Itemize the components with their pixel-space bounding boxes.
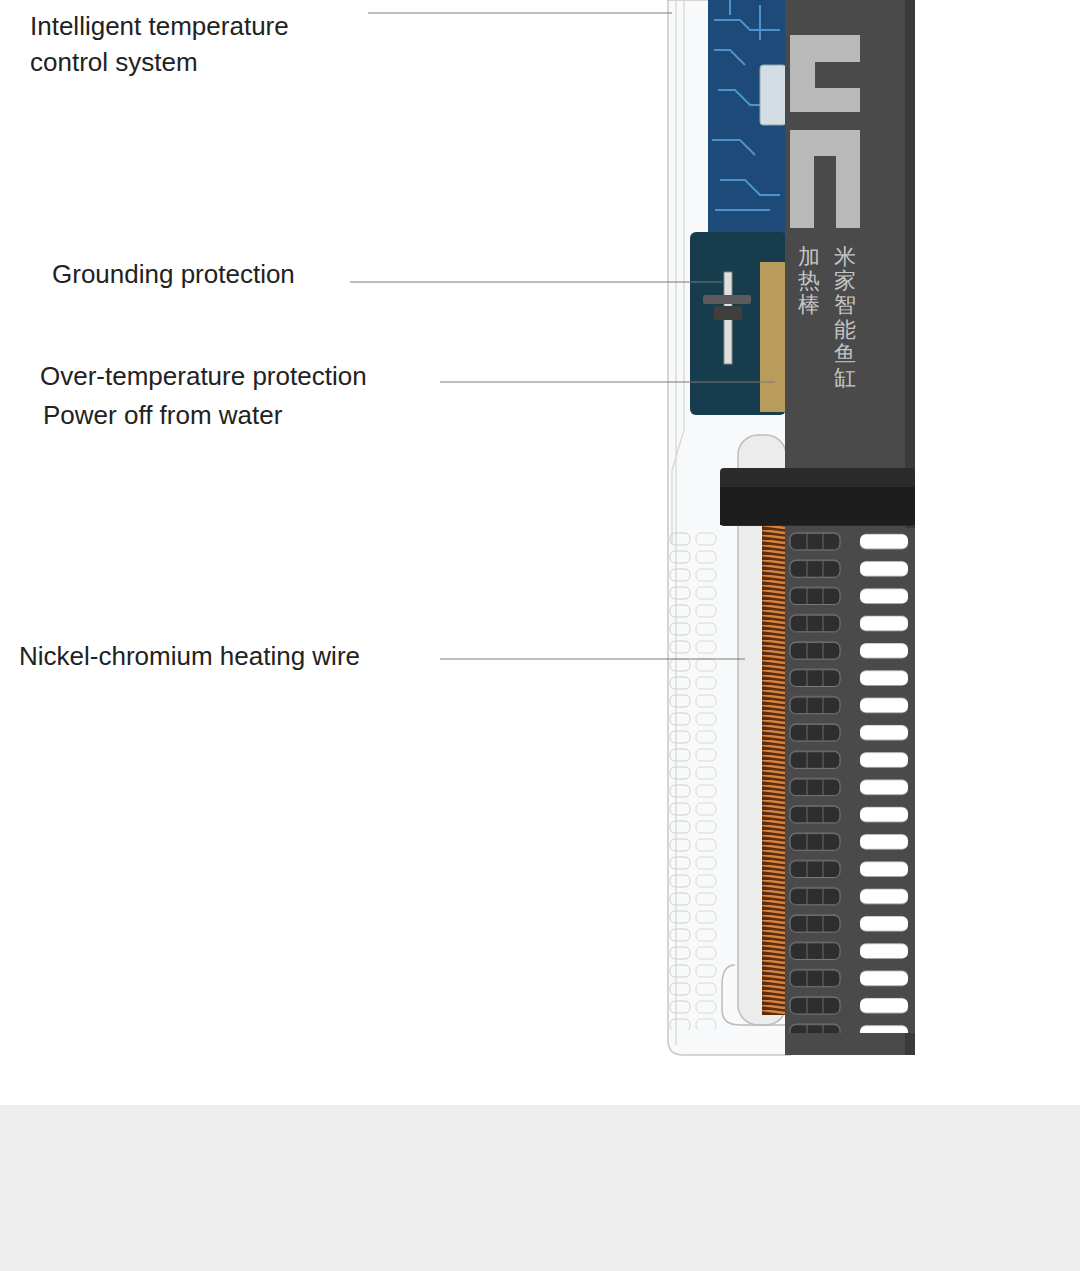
logo-mark bbox=[790, 35, 860, 112]
leader-line bbox=[368, 13, 672, 14]
callout-label: Power off from water bbox=[43, 397, 282, 433]
shell-ribs bbox=[668, 530, 723, 1030]
chip bbox=[760, 65, 786, 125]
heating-coil bbox=[762, 525, 785, 1015]
callout-label: Grounding protection bbox=[52, 256, 295, 292]
logo-mark bbox=[790, 130, 860, 228]
product-text: 加热棒 bbox=[798, 245, 820, 318]
sensor-block bbox=[760, 262, 786, 412]
ground-disc bbox=[703, 295, 751, 304]
cap-ring bbox=[720, 468, 915, 526]
protection-chamber bbox=[690, 232, 786, 415]
brand-text: 米家智能鱼缸 bbox=[834, 245, 856, 390]
leader-line bbox=[440, 659, 745, 660]
clear-shell bbox=[668, 0, 790, 1055]
leader-line bbox=[440, 382, 775, 383]
bottom-band bbox=[0, 1105, 1080, 1271]
leader-line bbox=[350, 282, 722, 283]
heater-body bbox=[785, 0, 915, 1055]
callout-label: Nickel-chromium heating wire bbox=[19, 638, 360, 674]
callout-label: Intelligent temperature control system bbox=[30, 8, 360, 80]
circuit-board bbox=[708, 0, 786, 235]
callout-label: Over-temperature protection bbox=[40, 358, 367, 394]
grille bbox=[785, 528, 915, 1033]
